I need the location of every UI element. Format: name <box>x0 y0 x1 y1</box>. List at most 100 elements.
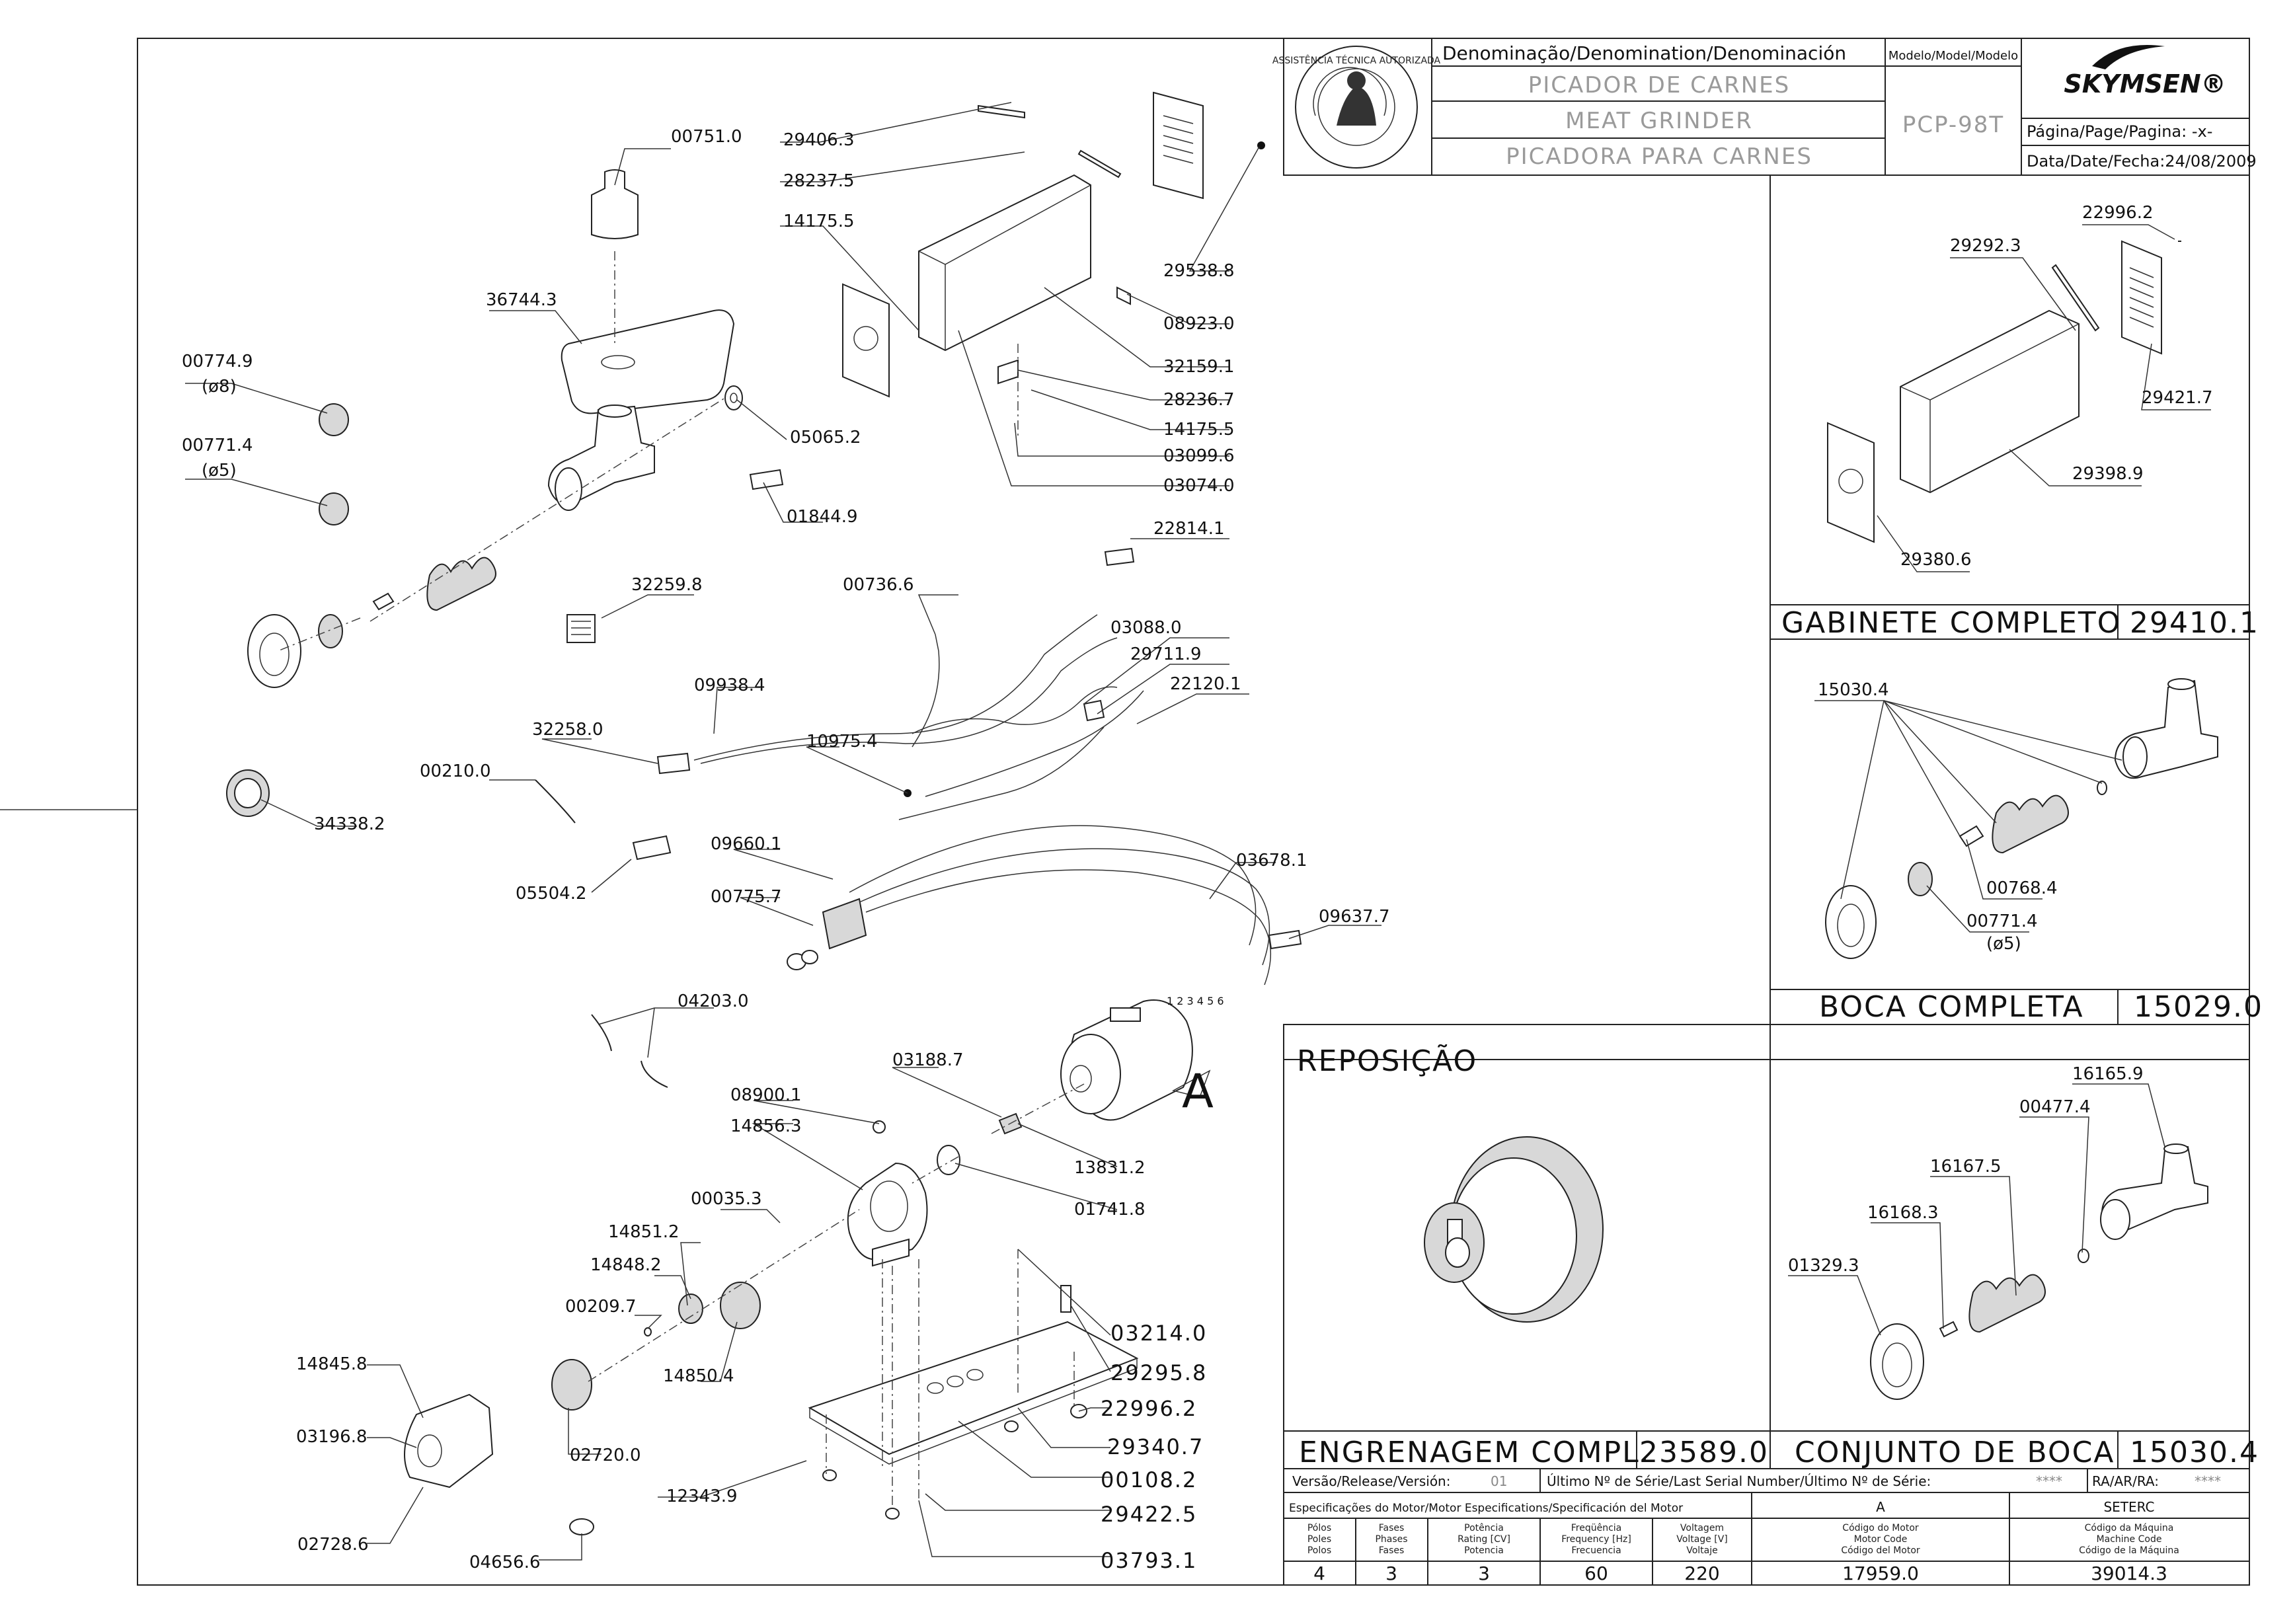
part-22120-1: 22120.1 <box>1170 674 1241 694</box>
part-05065-2: 05065.2 <box>790 428 861 447</box>
part-00108-2: 00108.2 <box>1101 1467 1197 1492</box>
part-00209-7: 00209.7 <box>565 1297 637 1317</box>
part-32258-0: 32258.0 <box>532 720 603 740</box>
cabinet-leaders <box>1877 224 2211 572</box>
mouth-part-4: (ø5) <box>1986 934 2021 954</box>
name-es: PICADORA PARA CARNES <box>1506 143 1812 170</box>
name-en: MEAT GRINDER <box>1565 108 1753 134</box>
cab-part-1: 22996.2 <box>2082 203 2154 223</box>
val-rating: 3 <box>1478 1563 1490 1584</box>
part-00775-7: 00775.7 <box>711 887 782 907</box>
part-14848-2: 14848.2 <box>590 1255 662 1275</box>
set-part-3: 16167.5 <box>1930 1157 2002 1177</box>
assembly-axes <box>277 251 1085 1507</box>
hdr-phases-pt: Fases <box>1379 1523 1405 1533</box>
part-00751-0: 00751.0 <box>671 127 742 147</box>
set-part-5: 01329.3 <box>1788 1256 1859 1276</box>
val-machine-code: 39014.3 <box>2091 1563 2167 1584</box>
gear-title: ENGRENAGEM COMPL. <box>1299 1436 1651 1469</box>
mouth-part-3: 00771.4 <box>1966 911 2038 931</box>
hdr-frequency-pt: Freqüência <box>1571 1523 1622 1533</box>
val-motor-code: 17959.0 <box>1842 1563 1919 1584</box>
model-label: Modelo/Model/Modelo <box>1888 49 2018 63</box>
model-value: PCP-98T <box>1902 112 2004 138</box>
hdr-voltage-pt: Voltagem <box>1680 1523 1724 1533</box>
part-34338-2: 34338.2 <box>314 814 385 834</box>
mouth-set-title: CONJUNTO DE BOCA <box>1795 1436 2115 1469</box>
hdr-motor-code-en: Motor Code <box>1854 1534 1908 1545</box>
hdr-frequency-en: Frequency [Hz] <box>1561 1534 1631 1545</box>
mouth-part-1: 15030.4 <box>1818 680 1889 700</box>
main-drawing-shapes <box>226 91 1302 1535</box>
part-03074-0: 03074.0 <box>1163 476 1235 496</box>
hdr-rating-pt: Potência <box>1464 1523 1504 1533</box>
cab-part-4: 29398.9 <box>2072 464 2144 484</box>
cab-part-5: 29380.6 <box>1900 550 1972 570</box>
part-01741-8: 01741.8 <box>1074 1200 1146 1219</box>
main-leaders <box>185 102 1381 1561</box>
mouth-leaders <box>1814 700 2122 933</box>
part-09637-7: 09637.7 <box>1319 907 1390 927</box>
part-29340-7: 29340.7 <box>1107 1434 1204 1459</box>
part-02720-0: 02720.0 <box>570 1446 641 1465</box>
hdr-voltage-en: Voltage [V] <box>1676 1534 1727 1545</box>
ra-value: **** <box>2195 1473 2221 1489</box>
part-01844-9: 01844.9 <box>787 507 858 527</box>
part-32159-1: 32159.1 <box>1163 357 1235 377</box>
hdr-machine-code-pt: Código da Máquina <box>2085 1523 2174 1533</box>
hdr-rating-es: Potencia <box>1464 1545 1504 1556</box>
denomination-label: Denominação/Denomination/Denominación <box>1442 42 1846 64</box>
part-22996-2: 22996.2 <box>1101 1396 1197 1421</box>
part-29422-5: 29422.5 <box>1101 1502 1197 1527</box>
part-09938-4: 09938.4 <box>694 676 765 695</box>
motor-spec-label: Especificações do Motor/Motor Especifica… <box>1289 1502 1683 1515</box>
hdr-frequency-es: Frecuencia <box>1571 1545 1621 1556</box>
hdr-phases-en: Phases <box>1375 1534 1407 1545</box>
part-12343-9: 12343.9 <box>666 1487 738 1506</box>
mouth-title: BOCA COMPLETA <box>1819 990 2084 1024</box>
part-00771-4: 00771.4 <box>182 436 253 455</box>
part-29538-8: 29538.8 <box>1163 261 1235 281</box>
cabinet-code: 29410.1 <box>2130 606 2259 640</box>
seal-text: ASSISTÊNCIA TÉCNICA AUTORIZADA <box>1272 54 1441 66</box>
hdr-poles-es: Polos <box>1307 1545 1331 1556</box>
part-03678-1: 03678.1 <box>1236 851 1307 870</box>
mouth-code: 15029.0 <box>2134 990 2263 1024</box>
col-a: A <box>1876 1499 1885 1515</box>
part-00774-9-note: (ø8) <box>202 377 237 397</box>
part-36744-3: 36744.3 <box>486 290 557 310</box>
part-28237-5: 28237.5 <box>783 171 855 191</box>
part-28236-7: 28236.7 <box>1163 390 1235 410</box>
brand-logo: SKYMSEN® <box>2064 45 2226 98</box>
part-02728-6: 02728.6 <box>297 1535 369 1555</box>
hdr-motor-code-es: Código del Motor <box>1841 1545 1920 1556</box>
hdr-phases-es: Fases <box>1379 1545 1405 1556</box>
part-04656-6: 04656.6 <box>469 1553 541 1572</box>
version-value: 01 <box>1491 1473 1507 1489</box>
name-pt: PICADOR DE CARNES <box>1528 72 1791 98</box>
set-part-4: 16168.3 <box>1867 1203 1939 1223</box>
part-29406-3: 29406.3 <box>783 130 855 150</box>
part-14845-8: 14845.8 <box>296 1354 368 1374</box>
cabinet-title: GABINETE COMPLETO <box>1781 606 2121 640</box>
mouth-set-code: 15030.4 <box>2130 1436 2259 1469</box>
part-14175-5-b: 14175.5 <box>1163 420 1235 440</box>
replacement-title: REPOSIÇÃO <box>1297 1044 1477 1078</box>
part-13831-2: 13831.2 <box>1074 1158 1146 1178</box>
part-14850-4: 14850.4 <box>663 1366 734 1386</box>
footer-table <box>1283 1468 2250 1586</box>
right-panels <box>1283 175 2250 1585</box>
part-03099-6: 03099.6 <box>1163 446 1235 466</box>
part-29711-9: 29711.9 <box>1130 644 1202 664</box>
brand: SKYMSEN® <box>2064 69 2226 98</box>
hdr-voltage-es: Voltaje <box>1686 1545 1718 1556</box>
authorized-service-seal: ASSISTÊNCIA TÉCNICA AUTORIZADA <box>1272 46 1441 169</box>
mouth-set-leaders <box>1788 1083 2165 1336</box>
val-phases: 3 <box>1385 1563 1397 1584</box>
spec-values: 4 3 3 60 220 17959.0 39014.3 <box>1313 1563 2167 1584</box>
part-00774-9: 00774.9 <box>182 352 253 371</box>
date-label: Data/Date/Fecha:24/08/2009 <box>2027 152 2257 171</box>
serial-value: **** <box>2036 1473 2062 1489</box>
part-05504-2: 05504.2 <box>516 884 587 904</box>
